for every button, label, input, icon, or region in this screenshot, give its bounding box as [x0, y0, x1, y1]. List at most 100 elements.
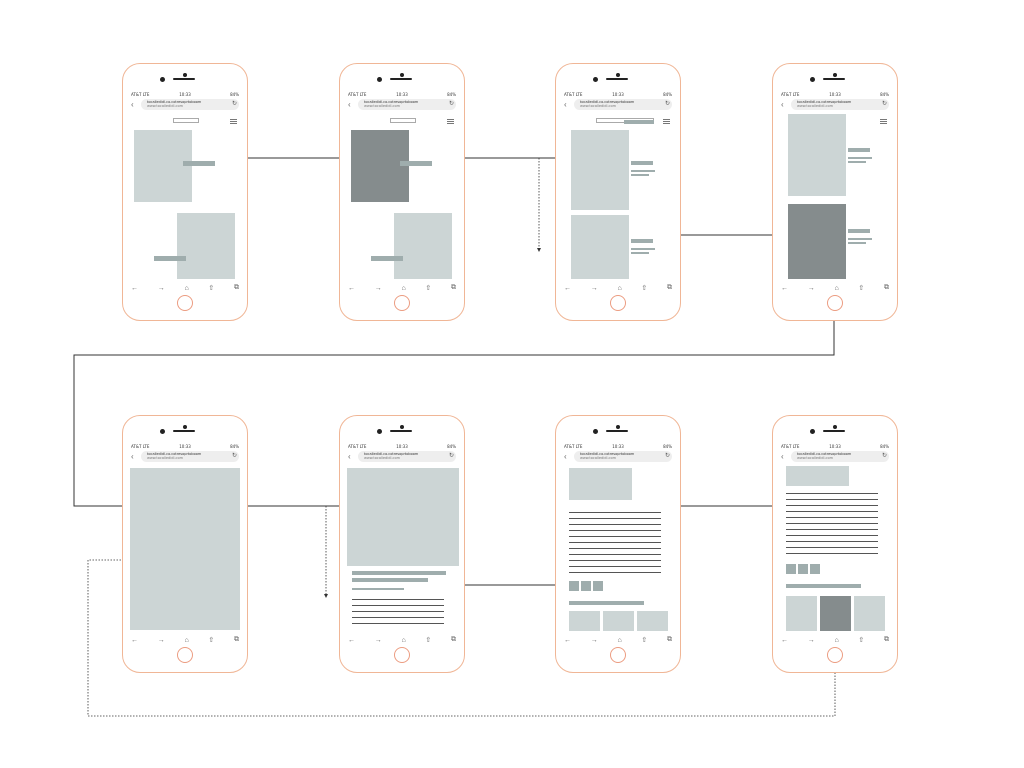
home-icon[interactable]: ⌂ — [401, 636, 406, 644]
image-placeholder[interactable] — [394, 213, 452, 279]
back-arrow-icon[interactable]: ← — [131, 636, 138, 644]
image-placeholder-selected[interactable] — [351, 130, 409, 202]
related-card-placeholder[interactable] — [603, 611, 634, 631]
tabs-icon[interactable]: ⧉ — [666, 284, 672, 291]
image-placeholder[interactable] — [177, 213, 235, 279]
forward-arrow-icon[interactable]: → — [157, 284, 165, 292]
share-icon[interactable]: ⇧ — [858, 637, 865, 644]
share-icon[interactable]: ⇧ — [425, 637, 432, 644]
share-icon[interactable]: ⇧ — [208, 285, 215, 292]
home-button[interactable] — [827, 647, 843, 663]
tabs-icon[interactable]: ⧉ — [233, 636, 239, 643]
image-placeholder[interactable] — [571, 215, 629, 279]
related-card-placeholder[interactable] — [854, 596, 885, 631]
tabs-icon[interactable]: ⧉ — [883, 284, 889, 291]
share-icon[interactable]: ⇧ — [641, 285, 648, 292]
tabs-icon[interactable]: ⧉ — [883, 636, 889, 643]
url-bar[interactable]: tocalledidl.co.cotresoprtoboom www.tocal… — [141, 451, 239, 462]
home-button[interactable] — [177, 647, 193, 663]
back-arrow-icon[interactable]: ← — [131, 284, 138, 292]
url-bar[interactable]: tocalledidl.co.cotresoprtoboom www.tocal… — [358, 451, 456, 462]
tabs-icon[interactable]: ⧉ — [450, 636, 456, 643]
hamburger-menu-icon[interactable] — [447, 119, 454, 124]
chevron-left-icon[interactable]: ‹ — [564, 100, 567, 109]
reload-icon[interactable]: ↻ — [231, 101, 237, 107]
thumbnail-placeholder[interactable] — [810, 564, 820, 574]
thumbnail-placeholder[interactable] — [581, 581, 591, 591]
tabs-icon[interactable]: ⧉ — [666, 636, 672, 643]
image-placeholder[interactable] — [571, 130, 629, 210]
chevron-left-icon[interactable]: ‹ — [131, 452, 134, 461]
back-arrow-icon[interactable]: ← — [564, 284, 571, 292]
related-card-placeholder[interactable] — [569, 611, 600, 631]
reload-icon[interactable]: ↻ — [664, 101, 670, 107]
url-bar[interactable]: tocalledidl.co.cotresoprtoboom www.tocal… — [358, 99, 456, 110]
hamburger-menu-icon[interactable] — [880, 119, 887, 124]
reload-icon[interactable]: ↻ — [881, 453, 887, 459]
image-placeholder[interactable] — [134, 130, 192, 202]
related-card-placeholder[interactable] — [637, 611, 668, 631]
image-placeholder[interactable] — [786, 466, 849, 486]
forward-arrow-icon[interactable]: → — [374, 636, 382, 644]
reload-icon[interactable]: ↻ — [448, 453, 454, 459]
chevron-left-icon[interactable]: ‹ — [781, 452, 784, 461]
home-button[interactable] — [177, 295, 193, 311]
forward-arrow-icon[interactable]: → — [374, 284, 382, 292]
reload-icon[interactable]: ↻ — [231, 453, 237, 459]
home-icon[interactable]: ⌂ — [184, 284, 189, 292]
chevron-left-icon[interactable]: ‹ — [348, 452, 351, 461]
reload-icon[interactable]: ↻ — [448, 101, 454, 107]
home-icon[interactable]: ⌂ — [617, 636, 622, 644]
forward-arrow-icon[interactable]: → — [590, 284, 598, 292]
hero-image-placeholder[interactable] — [347, 468, 459, 566]
url-bar[interactable]: tocalledidl.co.cotresoprtoboom www.tocal… — [791, 99, 889, 110]
back-arrow-icon[interactable]: ← — [781, 636, 788, 644]
url-bar[interactable]: tocalledidl.co.cotresoprtoboom www.tocal… — [574, 451, 672, 462]
forward-arrow-icon[interactable]: → — [590, 636, 598, 644]
url-bar[interactable]: tocalledidl.co.cotresoprtoboom www.tocal… — [574, 99, 672, 110]
forward-arrow-icon[interactable]: → — [807, 636, 815, 644]
chevron-left-icon[interactable]: ‹ — [564, 452, 567, 461]
chevron-left-icon[interactable]: ‹ — [131, 100, 134, 109]
home-button[interactable] — [394, 295, 410, 311]
tabs-icon[interactable]: ⧉ — [233, 284, 239, 291]
reload-icon[interactable]: ↻ — [881, 101, 887, 107]
home-button[interactable] — [827, 295, 843, 311]
share-icon[interactable]: ⇧ — [425, 285, 432, 292]
fullscreen-image-placeholder[interactable] — [130, 468, 240, 630]
home-icon[interactable]: ⌂ — [617, 284, 622, 292]
image-placeholder[interactable] — [788, 114, 846, 196]
forward-arrow-icon[interactable]: → — [157, 636, 165, 644]
share-icon[interactable]: ⇧ — [858, 285, 865, 292]
thumbnail-placeholder[interactable] — [593, 581, 603, 591]
forward-arrow-icon[interactable]: → — [807, 284, 815, 292]
reload-icon[interactable]: ↻ — [664, 453, 670, 459]
back-arrow-icon[interactable]: ← — [348, 636, 355, 644]
share-icon[interactable]: ⇧ — [641, 637, 648, 644]
back-arrow-icon[interactable]: ← — [348, 284, 355, 292]
home-icon[interactable]: ⌂ — [834, 636, 839, 644]
home-icon[interactable]: ⌂ — [401, 284, 406, 292]
hamburger-menu-icon[interactable] — [230, 119, 237, 124]
home-button[interactable] — [610, 647, 626, 663]
hamburger-menu-icon[interactable] — [663, 119, 670, 124]
thumbnail-placeholder[interactable] — [569, 581, 579, 591]
chevron-left-icon[interactable]: ‹ — [348, 100, 351, 109]
url-bar[interactable]: tocalledidl.co.cotresoprtoboom www.tocal… — [791, 451, 889, 462]
home-icon[interactable]: ⌂ — [184, 636, 189, 644]
home-button[interactable] — [610, 295, 626, 311]
image-placeholder[interactable] — [569, 468, 632, 500]
thumbnail-placeholder[interactable] — [798, 564, 808, 574]
tabs-icon[interactable]: ⧉ — [450, 284, 456, 291]
chevron-left-icon[interactable]: ‹ — [781, 100, 784, 109]
thumbnail-placeholder[interactable] — [786, 564, 796, 574]
back-arrow-icon[interactable]: ← — [781, 284, 788, 292]
back-arrow-icon[interactable]: ← — [564, 636, 571, 644]
related-card-placeholder-selected[interactable] — [820, 596, 851, 631]
home-button[interactable] — [394, 647, 410, 663]
url-bar[interactable]: tocalledidl.co.cotresoprtoboom www.tocal… — [141, 99, 239, 110]
image-placeholder-selected[interactable] — [788, 204, 846, 279]
share-icon[interactable]: ⇧ — [208, 637, 215, 644]
related-card-placeholder[interactable] — [786, 596, 817, 631]
home-icon[interactable]: ⌂ — [834, 284, 839, 292]
